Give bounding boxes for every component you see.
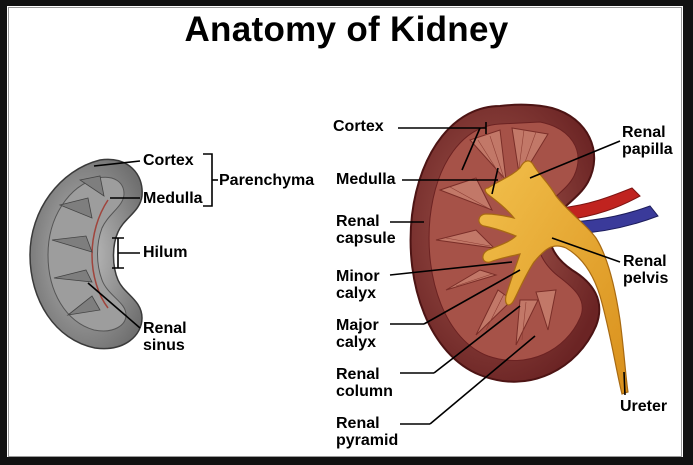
label-cortex-left: Cortex xyxy=(143,152,194,169)
label-renal-pelvis: Renal pelvis xyxy=(623,253,668,287)
label-renal-column: Renal column xyxy=(336,366,393,400)
label-major-calyx: Major calyx xyxy=(336,317,379,351)
label-ureter: Ureter xyxy=(620,398,667,415)
gray-kidney-section xyxy=(30,159,142,348)
label-minor-calyx: Minor calyx xyxy=(336,268,380,302)
label-renal-sinus: Renal sinus xyxy=(143,320,187,354)
label-renal-pyramid: Renal pyramid xyxy=(336,415,398,449)
label-medulla-left: Medulla xyxy=(143,190,203,207)
label-parenchyma: Parenchyma xyxy=(219,172,314,189)
label-hilum: Hilum xyxy=(143,244,187,261)
label-renal-papilla: Renal papilla xyxy=(622,124,673,158)
label-medulla-right: Medulla xyxy=(336,171,396,188)
label-cortex-right: Cortex xyxy=(333,118,384,135)
label-renal-capsule: Renal capsule xyxy=(336,213,396,247)
detailed-kidney xyxy=(411,105,658,394)
